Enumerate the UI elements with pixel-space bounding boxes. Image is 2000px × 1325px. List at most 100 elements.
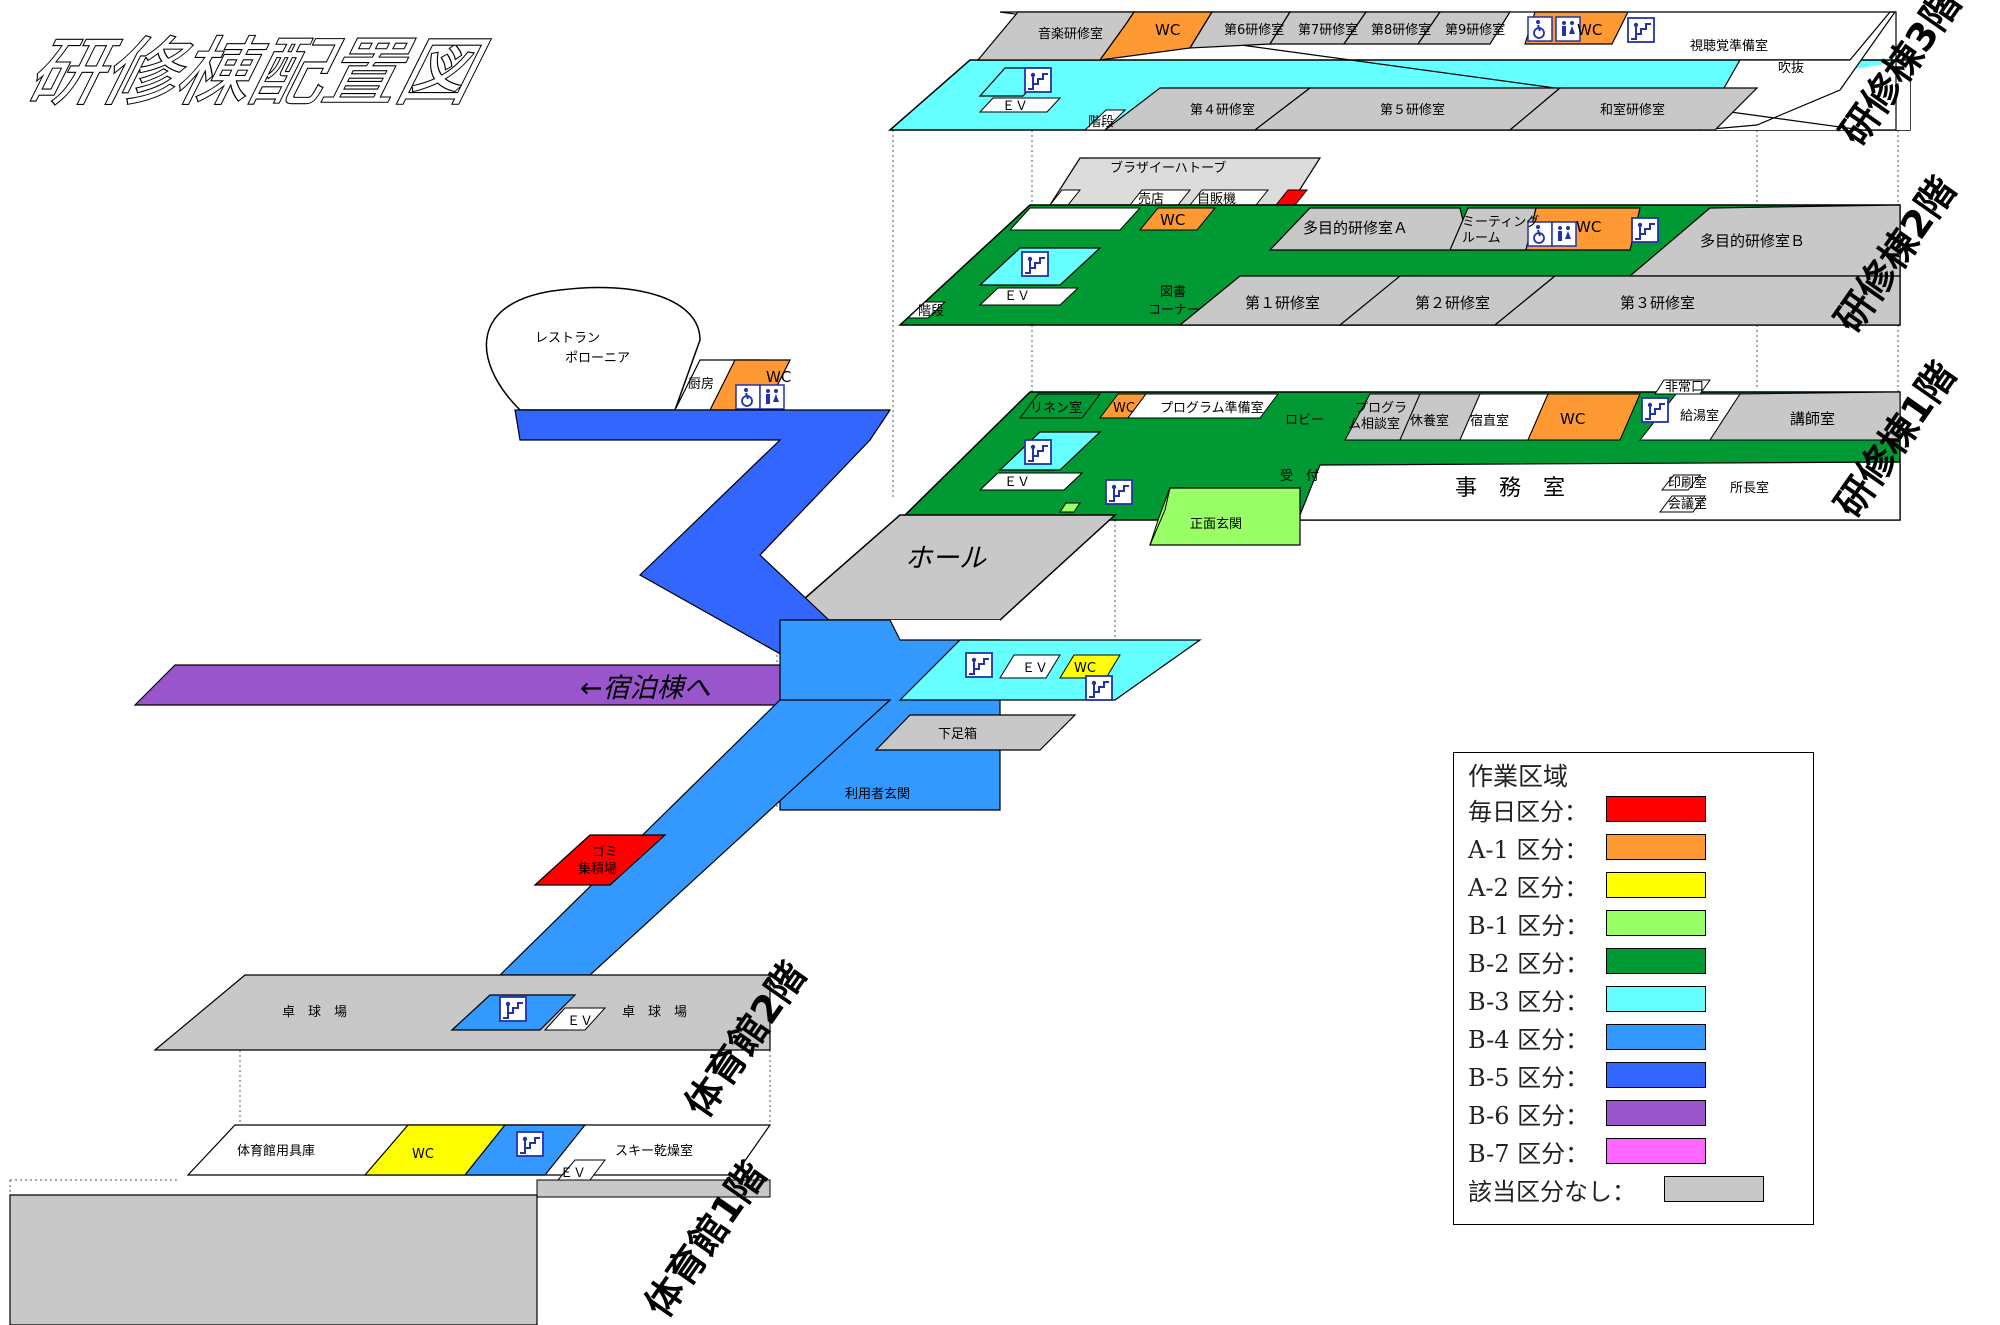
room-restaurant-1: レストラン [535,331,600,346]
room-kaigi: 会議室 [1668,496,1707,512]
room-gomi-2: 集積場 [578,861,617,877]
room-koshi: 講師室 [1790,410,1835,428]
room-meeting-1: ミーティング [1462,215,1539,230]
floor-3 [888,11,1911,131]
ev-1f: ＥＶ [1004,475,1030,490]
legend-row: A-1 区分： [1468,831,1706,864]
room-tamokuteki-b: 多目的研修室Ｂ [1700,232,1805,250]
legend-label: B-2 区分： [1468,949,1590,978]
wc-3f-a: WC [1155,21,1180,39]
legend-row: B-2 区分： [1468,945,1706,978]
room-uketsuke: 受 付 [1280,469,1319,484]
gym-floor-1 [9,1124,772,1325]
room-insatsu: 印刷室 [1668,475,1707,491]
floor-2 [898,157,1901,326]
room-chubo: 厨房 [688,376,714,392]
room-baiten: 売店 [1138,191,1164,207]
room-meeting-2: ルーム [1462,231,1501,246]
legend-label: B-3 区分： [1468,987,1590,1016]
legend-label: A-2 区分： [1468,873,1589,902]
legend-row: B-3 区分： [1468,983,1706,1016]
wc-3f-b: WC [1577,21,1602,39]
room-dai6: 第6研修室 [1224,22,1284,38]
legend-row: B-1 区分： [1468,907,1706,940]
room-takkyu-1: 卓 球 場 [282,1005,347,1020]
wc-gym1: WC [412,1147,434,1162]
room-program-sodan-2: ム相談室 [1348,416,1400,432]
room-dai1: 第１研修室 [1245,294,1320,312]
ev-gym1: ＥＶ [560,1166,586,1181]
room-shomen: 正面玄関 [1190,517,1242,532]
room-tamokuteki-a: 多目的研修室Ａ [1303,219,1408,237]
label-shukuhaku: ←宿泊棟へ [580,673,711,704]
room-ongaku: 音楽研修室 [1038,26,1103,42]
wc-1f-b: WC [1560,410,1585,428]
wc-2f-b: WC [1576,218,1601,236]
legend-title: 作業区域 [1468,762,1569,791]
room-yoguko: 体育館用具庫 [237,1143,315,1159]
corridor-b6 [133,664,861,706]
room-kyuto: 給湯室 [1680,408,1719,424]
wc-2f-a: WC [1160,211,1185,229]
room-takkyu-2: 卓 球 場 [622,1005,687,1020]
room-tosho-2: コーナー [1148,303,1200,318]
legend-swatch [1606,948,1706,974]
room-program: プログラム準備室 [1160,400,1264,416]
room-kyuyo: 休養室 [1410,413,1449,429]
room-dai3: 第３研修室 [1620,294,1695,312]
legend-label: B-5 区分： [1468,1063,1590,1092]
stairs-2f-label: 階段 [918,304,944,319]
legend-label: 該当区分なし： [1468,1177,1636,1206]
wc-restaurant: WC [766,368,791,386]
room-jimu: 事 務 室 [1455,476,1565,501]
room-jihanki: 自販機 [1197,192,1236,207]
legend-row: B-6 区分： [1468,1097,1706,1130]
wc-1f-a: WC [1113,401,1135,416]
legend-row: B-5 区分： [1468,1059,1706,1092]
legend-swatch [1606,796,1706,822]
legend: 作業区域 毎日区分： A-1 区分： A-2 区分： B-1 区分： B-2 区分： B-… [1453,752,1814,1225]
legend-label: A-1 区分： [1468,835,1589,864]
gym-floor-2 [153,974,771,1051]
legend-label: B-4 区分： [1468,1025,1590,1054]
room-riyosha: 利用者玄関 [845,787,910,802]
legend-swatch [1606,1062,1706,1088]
room-shocho: 所長室 [1730,480,1769,496]
room-dai7: 第7研修室 [1298,22,1358,38]
legend-swatch [1664,1176,1764,1202]
map-title: 研修棟配置図 [19,29,493,116]
room-dai4: 第４研修室 [1190,102,1255,118]
legend-row: A-2 区分： [1468,869,1706,902]
legend-row: B-4 区分： [1468,1021,1706,1054]
room-dai5: 第５研修室 [1380,102,1445,118]
legend-swatch [1606,1024,1706,1050]
room-fukinuke: 吹抜 [1778,60,1804,76]
room-hijoguchi: 非常口 [1665,380,1704,395]
legend-swatch [1606,1100,1706,1126]
floor-1 [898,379,1901,546]
legend-label: 毎日区分： [1468,797,1588,826]
floor-label-gym1: 体育館1階 [636,1154,774,1325]
room-shichokaku: 視聴覚準備室 [1690,38,1768,54]
room-brasie: ブラザイーハトーブ [1110,160,1226,176]
room-gomi-1: ゴミ [592,844,618,860]
restaurant-building [485,286,791,411]
legend-row: B-7 区分： [1468,1135,1706,1168]
room-program-sodan-1: プログラ [1355,401,1407,416]
room-dai2: 第２研修室 [1415,294,1490,312]
room-gesoku: 下足箱 [938,726,977,742]
ev-2f: ＥＶ [1004,289,1030,304]
legend-swatch [1606,986,1706,1012]
room-dai8: 第8研修室 [1371,22,1431,38]
room-shukuchoku: 宿直室 [1470,413,1509,429]
room-ski: スキー乾燥室 [615,1143,693,1159]
wc-entrance: WC [1074,661,1096,676]
room-washitsu: 和室研修室 [1600,102,1665,118]
legend-swatch [1606,1138,1706,1164]
legend-label: B-6 区分： [1468,1101,1590,1130]
room-tosho-1: 図書 [1160,285,1186,300]
room-lobby: ロビー [1285,413,1324,428]
room-linen: リネン室 [1030,400,1082,416]
user-entrance [779,619,1202,811]
